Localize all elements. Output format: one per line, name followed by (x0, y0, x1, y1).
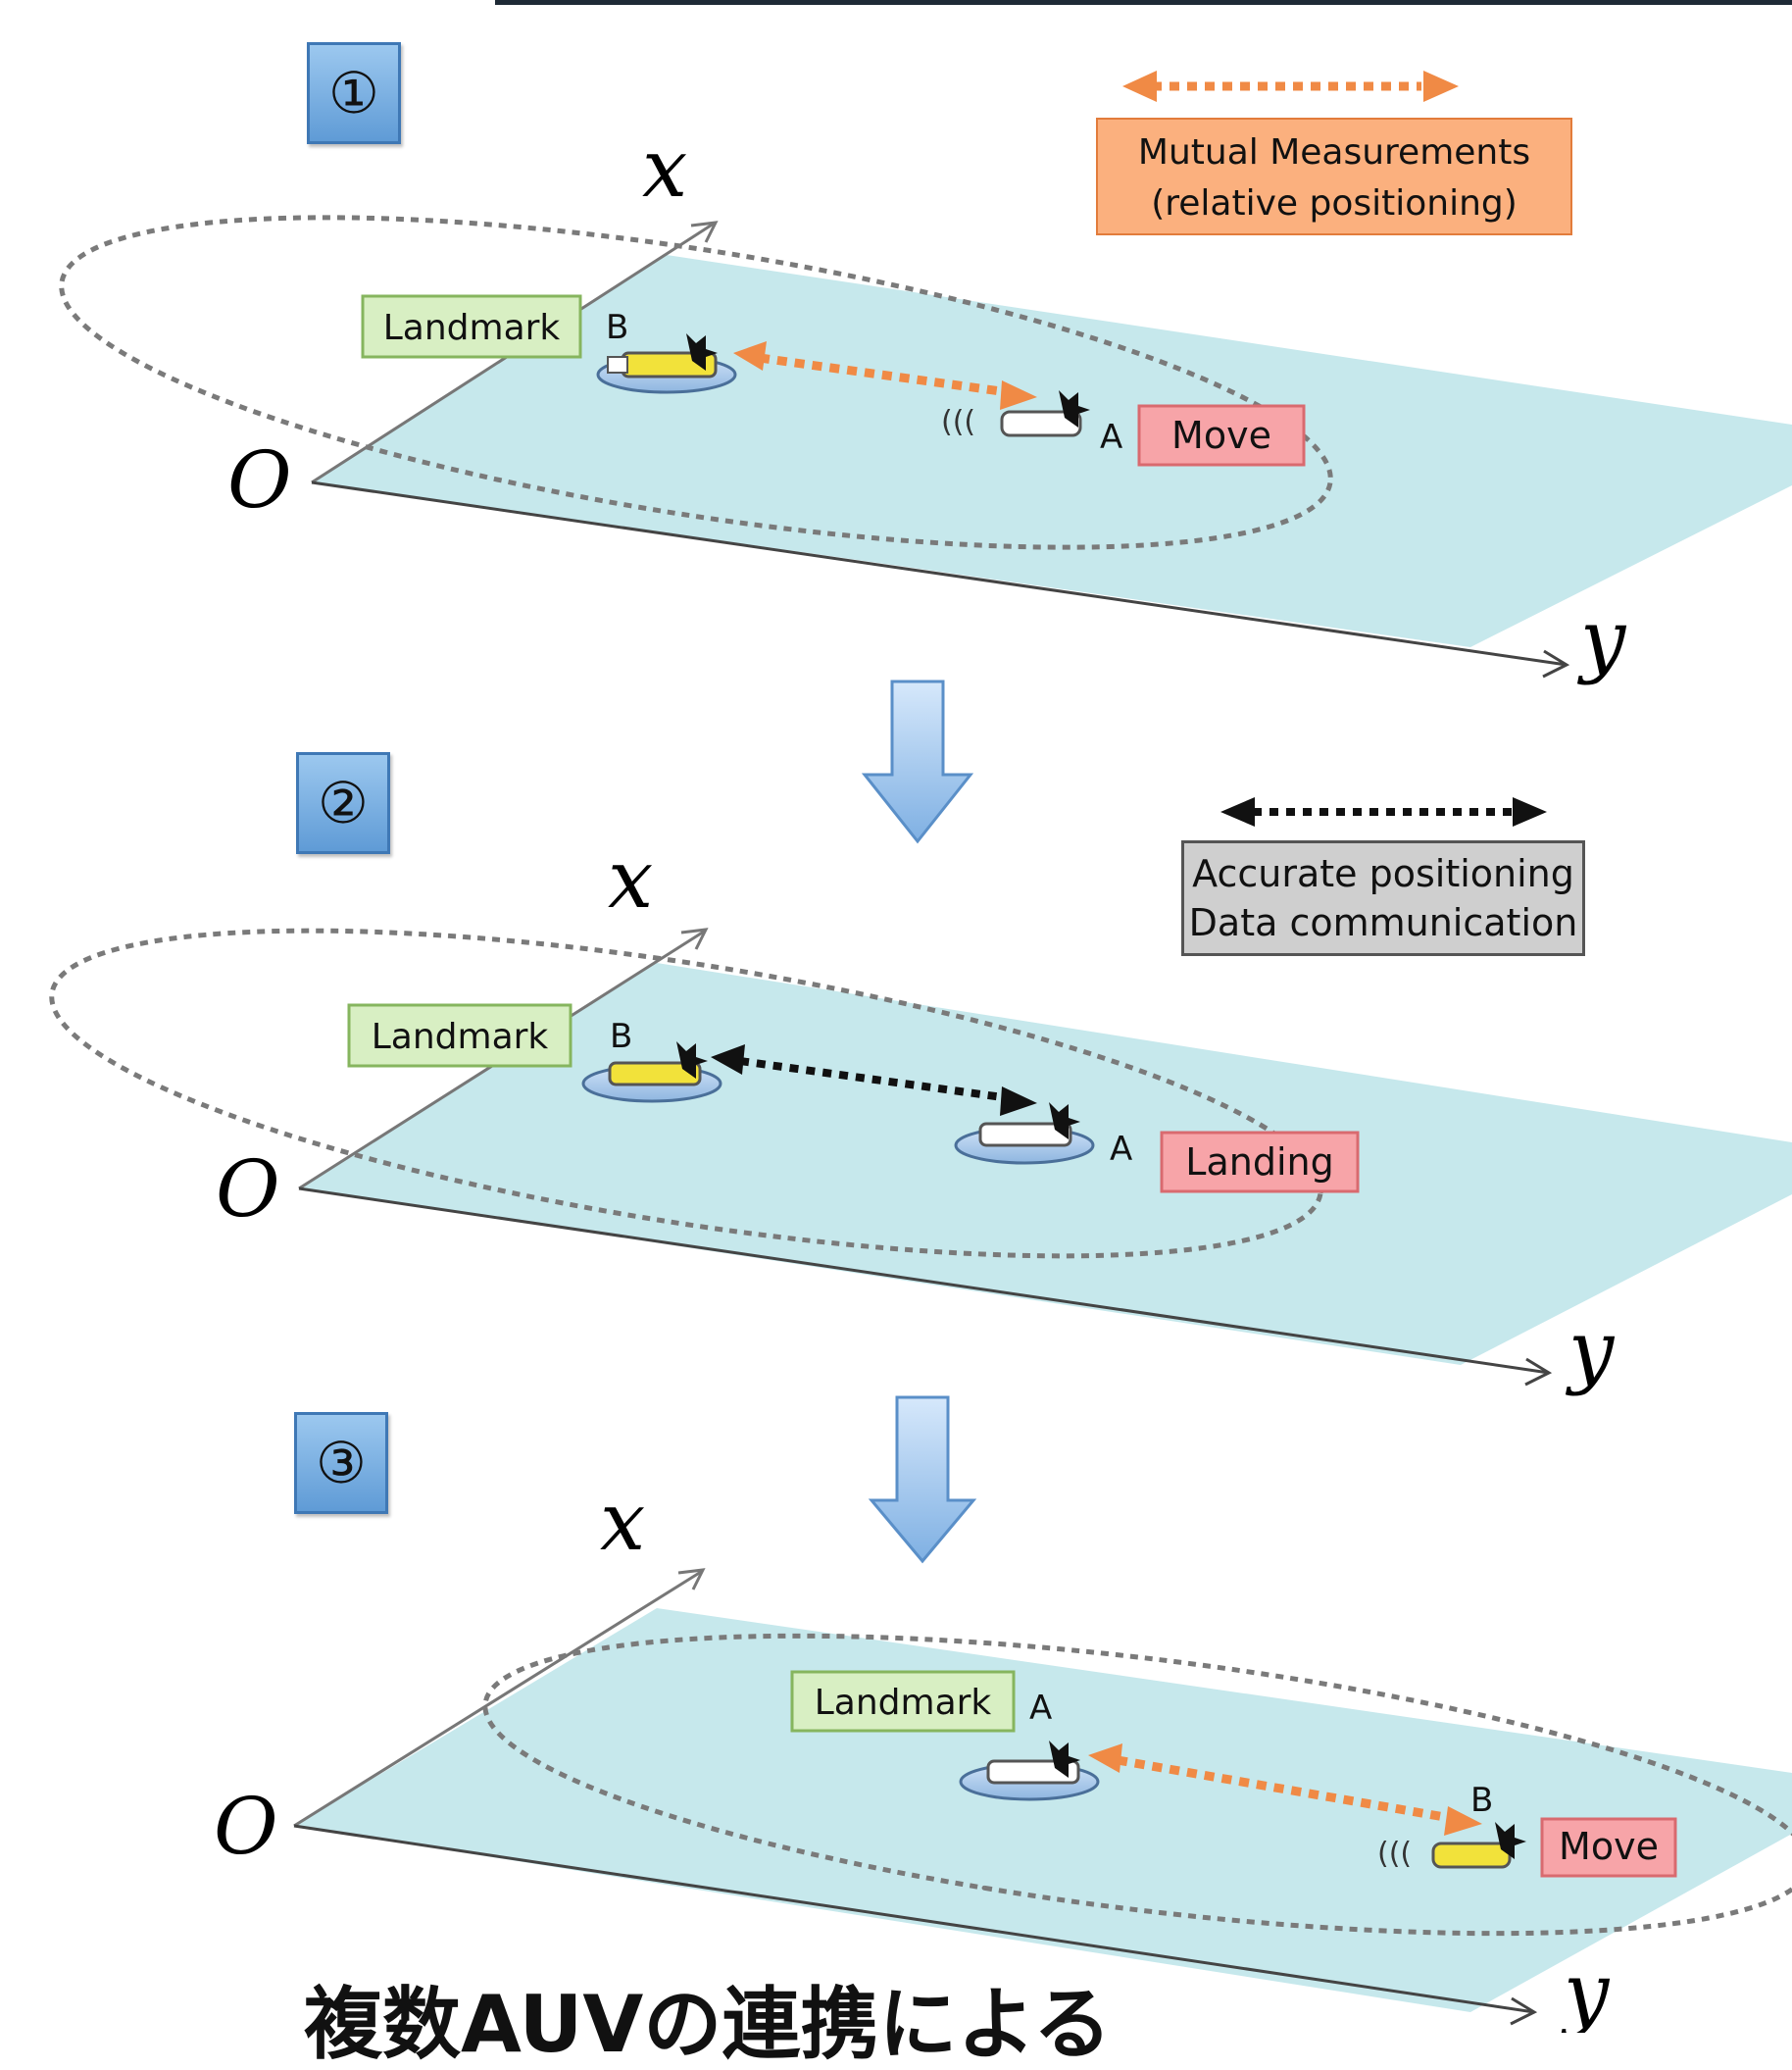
landmark-label: Landmark (790, 1670, 1016, 1733)
step-3-badge: ③ (294, 1412, 388, 1514)
svg-text:Move: Move (1171, 414, 1271, 457)
y-axis-arrowhead (1524, 1357, 1553, 1387)
plane (294, 1608, 1792, 2012)
axis-y-label: y (1565, 1304, 1616, 1397)
mutual-measurement-arrow (1088, 1743, 1482, 1836)
svg-text:Landmark: Landmark (815, 1683, 992, 1723)
y-axis (311, 480, 1568, 667)
action-label: Move (1137, 404, 1306, 467)
vehicle-b-label: B (606, 308, 628, 347)
vehicle-a-label: A (1100, 418, 1122, 457)
legend-accurate-line2: Data communication (1188, 901, 1578, 944)
step-1-badge: ① (307, 42, 401, 144)
origin-label: O (214, 1781, 278, 1872)
legend-mutual-line2: (relative positioning) (1151, 183, 1518, 224)
legend-accurate-positioning: Accurate positioning Data communication (1181, 840, 1585, 956)
accurate-positioning-arrow (711, 1044, 1037, 1116)
vehicle-a: A (954, 1102, 1132, 1169)
landmark-label: Landmark (361, 294, 582, 359)
legend-mutual-line1: Mutual Measurements (1137, 132, 1531, 173)
step-2-badge: ② (296, 752, 390, 854)
svg-text:(((: ((( (1377, 1837, 1412, 1871)
vehicle-b: B (581, 1017, 722, 1103)
flow-arrow-2-to-3 (868, 1395, 977, 1564)
vehicle-a-label: A (1029, 1689, 1052, 1728)
vehicle-a: A (959, 1689, 1100, 1801)
x-axis-arrowhead (677, 1568, 706, 1590)
origin-label: O (216, 1143, 280, 1235)
caption-text: 複数AUVの連携による (304, 1979, 1112, 2070)
trajectory-ellipse (59, 215, 1333, 550)
top-image-strip (495, 0, 1792, 5)
x-axis-arrowhead (680, 928, 709, 950)
vehicle-b: B (596, 308, 737, 394)
panel-3: x y O Landmark A ((( B Move (214, 1476, 1792, 2033)
x-axis-arrowhead (690, 221, 719, 243)
legend-mutual-measurements: Mutual Measurements (relative positionin… (1096, 118, 1572, 235)
legend-black-arrow (1220, 797, 1547, 827)
axis-x-label: x (642, 123, 687, 216)
vehicle-a-label: A (1110, 1130, 1132, 1169)
y-axis-arrowhead (1542, 649, 1570, 679)
action-label: Landing (1160, 1131, 1360, 1193)
y-axis (298, 1186, 1550, 1375)
svg-text:Landmark: Landmark (372, 1017, 549, 1057)
axis-x-label: x (600, 1476, 645, 1569)
landmark-label: Landmark (347, 1003, 572, 1068)
flow-arrow-1-to-2 (861, 680, 974, 844)
action-label: Move (1540, 1817, 1677, 1878)
vehicle-b: ((( B (1377, 1781, 1526, 1871)
svg-text:Landing: Landing (1185, 1140, 1333, 1184)
y-axis (293, 1824, 1535, 2014)
panel-2: x y O Landmark B A Landing (49, 833, 1792, 1397)
svg-text:Landmark: Landmark (383, 308, 561, 348)
x-axis (293, 1570, 702, 1828)
legend-accurate-line1: Accurate positioning (1192, 852, 1574, 895)
legend-orange-arrow (1122, 71, 1459, 102)
axis-y-label: y (1560, 1946, 1611, 2033)
axis-y-label: y (1576, 593, 1627, 686)
origin-label: O (227, 434, 292, 526)
y-axis-arrowhead (1510, 1996, 1538, 2026)
mutual-measurement-arrow (733, 341, 1037, 410)
svg-text:(((: ((( (941, 405, 975, 439)
vehicle-b-label: B (610, 1017, 632, 1056)
axis-x-label: x (608, 833, 653, 927)
svg-text:Move: Move (1559, 1825, 1659, 1868)
panel-1: x y O Landmark B ((( A Move (59, 123, 1792, 686)
vehicle-a: ((( A (941, 390, 1122, 457)
vehicle-b-label: B (1470, 1781, 1493, 1820)
trajectory-ellipse (482, 1633, 1792, 1937)
trajectory-ellipse (49, 928, 1323, 1259)
